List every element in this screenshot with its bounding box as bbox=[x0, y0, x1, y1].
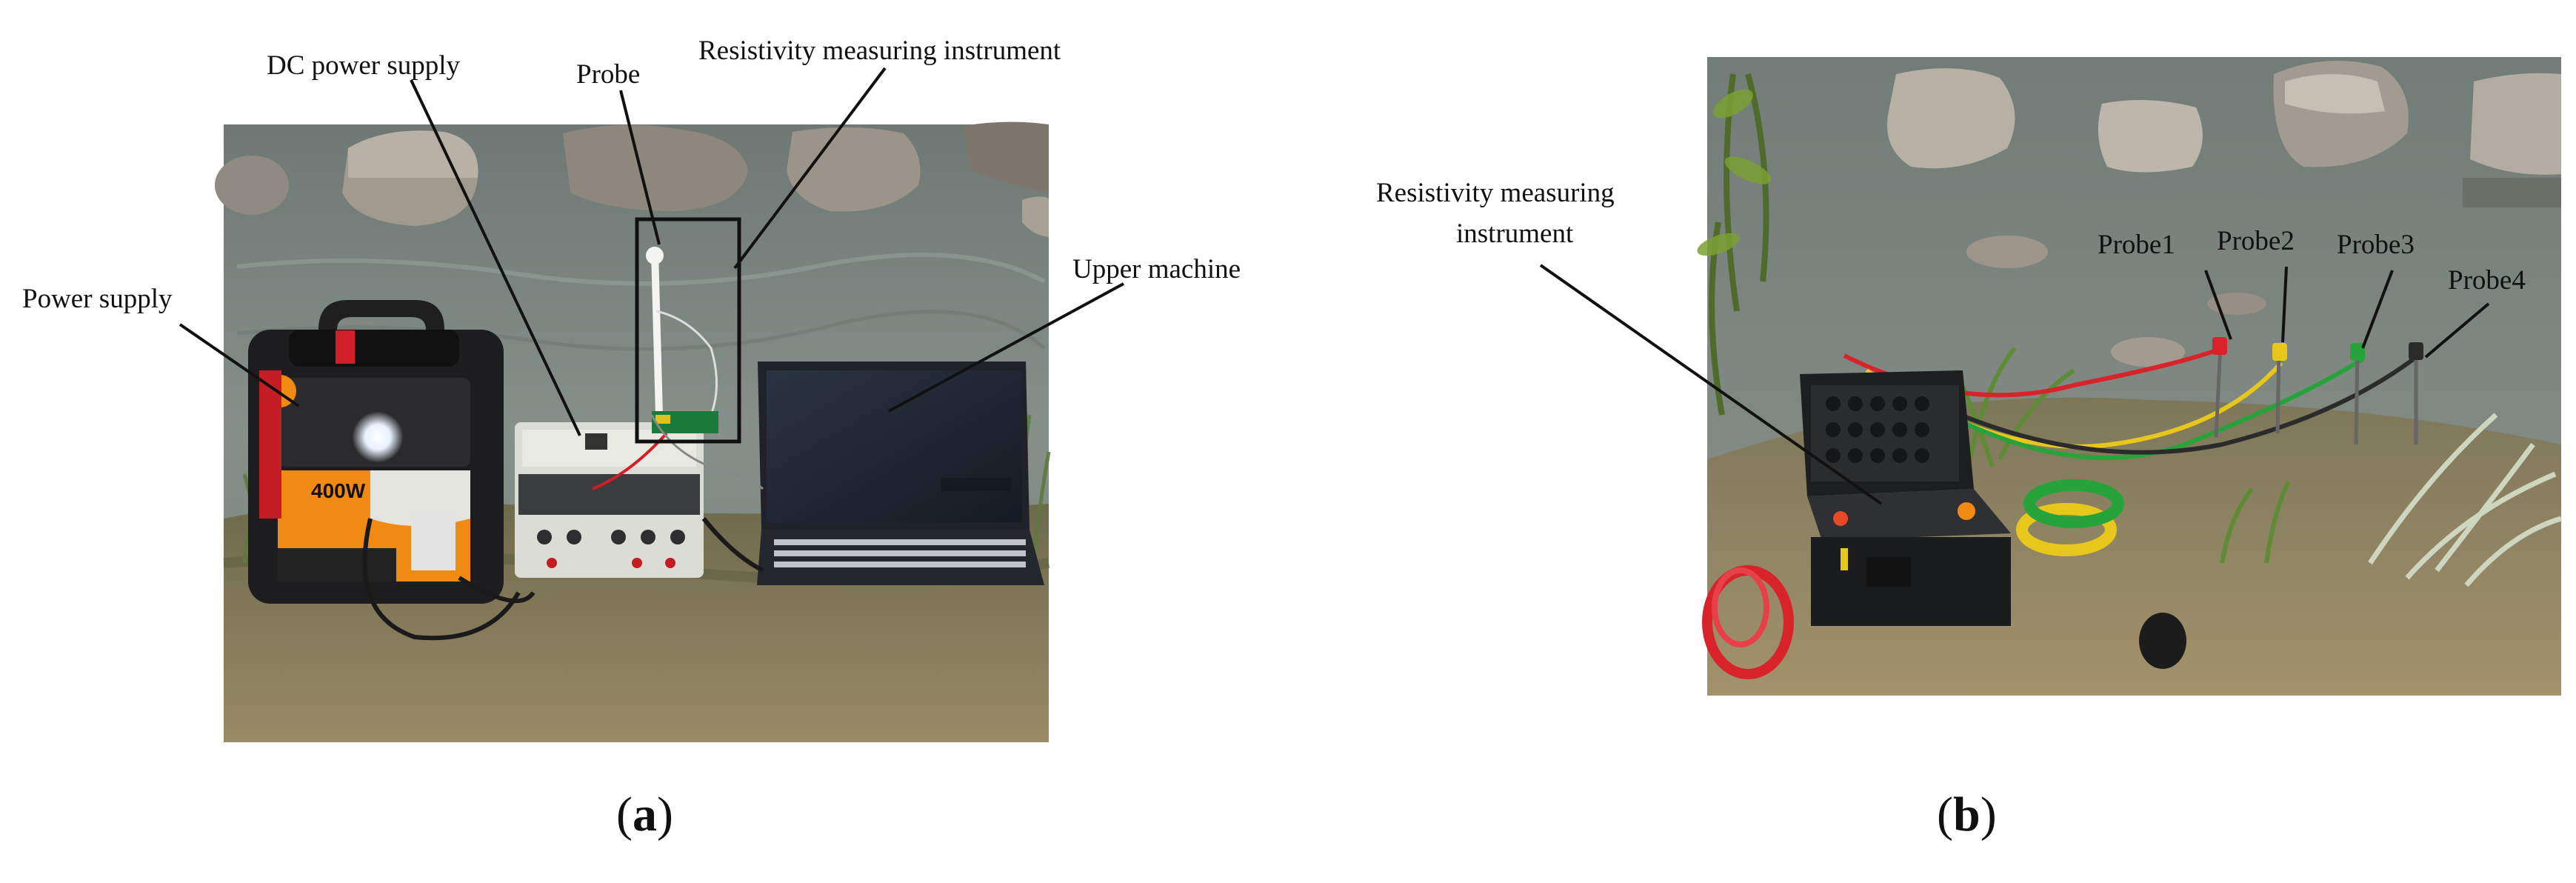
photo-a: 400W bbox=[215, 121, 1051, 742]
dc-power-supply-device bbox=[515, 422, 704, 578]
caption-a: (a) bbox=[616, 787, 673, 843]
probe-highlight-box bbox=[635, 217, 741, 444]
leader-lines-a bbox=[178, 67, 1124, 436]
caption-a-letter: a bbox=[632, 787, 657, 842]
photo-b bbox=[1697, 57, 2562, 696]
laptop bbox=[757, 361, 1044, 585]
caption-b-letter: b bbox=[1952, 787, 1981, 842]
power-bank: 400W bbox=[248, 300, 504, 604]
label-resistivity-instrument-b-line1: Resistivity measuring bbox=[1376, 178, 1615, 208]
label-resistivity-instrument-a: Resistivity measuring instrument bbox=[698, 36, 1061, 66]
leader-lines-b bbox=[1539, 264, 2490, 505]
resistivity-instrument-device bbox=[1800, 370, 2011, 626]
label-power-supply: Power supply bbox=[22, 284, 173, 314]
caption-b-close: ) bbox=[1980, 787, 1997, 842]
label-probe1: Probe1 bbox=[2098, 230, 2175, 260]
label-probe4: Probe4 bbox=[2448, 265, 2526, 296]
label-probe3: Probe3 bbox=[2337, 230, 2415, 260]
caption-b: (b) bbox=[1937, 787, 1997, 843]
probe-stakes bbox=[2212, 337, 2423, 445]
caption-a-open: ( bbox=[616, 787, 633, 842]
label-probe: Probe bbox=[576, 59, 641, 90]
label-resistivity-instrument-b-line2: instrument bbox=[1456, 219, 1574, 249]
cable-coils bbox=[1702, 479, 2186, 679]
caption-a-close: ) bbox=[656, 787, 673, 842]
power-bank-rating: 400W bbox=[311, 479, 366, 502]
rocks-a bbox=[215, 121, 1049, 237]
caption-b-open: ( bbox=[1937, 787, 1953, 842]
label-probe2: Probe2 bbox=[2217, 226, 2295, 256]
label-upper-machine: Upper machine bbox=[1072, 254, 1241, 284]
label-dc-power-supply: DC power supply bbox=[267, 50, 461, 81]
